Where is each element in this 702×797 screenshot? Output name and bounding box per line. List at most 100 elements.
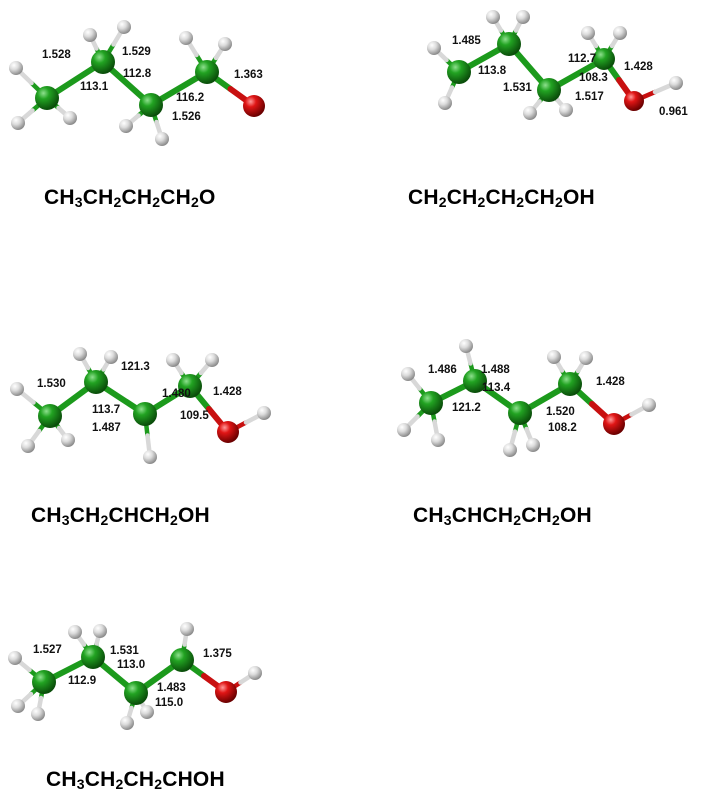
hydrogen-atom bbox=[459, 339, 473, 353]
geometry-value: 1.428 bbox=[624, 61, 653, 73]
geometry-value: 108.3 bbox=[579, 72, 608, 84]
geometry-value: 121.3 bbox=[121, 361, 150, 373]
geometry-value: 1.517 bbox=[575, 91, 604, 103]
hydrogen-atom bbox=[93, 624, 107, 638]
hydrogen-atom bbox=[205, 353, 219, 367]
carbon-atom bbox=[558, 372, 582, 396]
hydrogen-atom bbox=[526, 438, 540, 452]
carbon-atom bbox=[38, 404, 62, 428]
hydrogen-atom bbox=[486, 10, 500, 24]
hydrogen-atom bbox=[104, 350, 118, 364]
carbon-atom bbox=[195, 60, 219, 84]
hydrogen-atom bbox=[31, 707, 45, 721]
hydrogen-atom bbox=[613, 26, 627, 40]
carbon-atom bbox=[593, 48, 615, 70]
geometry-value: 1.480 bbox=[162, 388, 191, 400]
geometry-value: 1.485 bbox=[452, 35, 481, 47]
carbon-atom bbox=[497, 32, 521, 56]
carbon-atom bbox=[463, 369, 487, 393]
geometry-value: 1.520 bbox=[546, 406, 575, 418]
oxygen-atom bbox=[215, 681, 237, 703]
formula-label: CH3CH2CH2CH2O bbox=[44, 186, 216, 210]
carbon-atom bbox=[81, 645, 105, 669]
geometry-value: 1.531 bbox=[503, 82, 532, 94]
hydrogen-atom bbox=[11, 699, 25, 713]
geometry-value: 1.526 bbox=[172, 111, 201, 123]
hydrogen-atom bbox=[155, 132, 169, 146]
hydrogen-atom bbox=[73, 347, 87, 361]
formula-label: CH3CH2CHCH2OH bbox=[31, 504, 210, 528]
hydrogen-atom bbox=[248, 666, 262, 680]
hydrogen-atom bbox=[166, 353, 180, 367]
hydrogen-atom bbox=[427, 41, 441, 55]
geometry-value: 1.528 bbox=[42, 49, 71, 61]
hydrogen-atom bbox=[581, 26, 595, 40]
hydrogen-atom bbox=[547, 350, 561, 364]
geometry-value: 112.8 bbox=[123, 68, 152, 80]
hydrogen-atom bbox=[8, 651, 22, 665]
hydrogen-atom bbox=[143, 450, 157, 464]
hydrogen-atom bbox=[257, 406, 271, 420]
hydrogen-atom bbox=[120, 716, 134, 730]
formula-label: CH3CH2CH2CHOH bbox=[46, 768, 225, 792]
geometry-value: 112.7 bbox=[568, 53, 596, 65]
hydrogen-atom bbox=[503, 443, 517, 457]
geometry-value: 121.2 bbox=[452, 402, 481, 414]
hydrogen-atom bbox=[431, 433, 445, 447]
formula-label: CH2CH2CH2CH2OH bbox=[408, 186, 595, 210]
hydrogen-atom bbox=[642, 398, 656, 412]
geometry-value: 113.8 bbox=[478, 65, 507, 77]
carbon-atom bbox=[91, 50, 115, 74]
hydrogen-atom bbox=[438, 96, 452, 110]
geometry-value: 1.375 bbox=[203, 648, 232, 660]
carbon-atom bbox=[537, 78, 561, 102]
geometry-value: 113.7 bbox=[92, 404, 120, 416]
geometry-value: 112.9 bbox=[68, 675, 96, 687]
hydrogen-atom bbox=[218, 37, 232, 51]
carbon-atom bbox=[35, 86, 59, 110]
carbon-atom bbox=[139, 93, 163, 117]
geometry-value: 1.363 bbox=[234, 69, 263, 81]
hydrogen-atom bbox=[63, 111, 77, 125]
hydrogen-atom bbox=[579, 351, 593, 365]
geometry-value: 115.0 bbox=[155, 697, 183, 709]
hydrogen-atom bbox=[10, 382, 24, 396]
hydrogen-atom bbox=[669, 76, 683, 90]
carbon-atom bbox=[133, 402, 157, 426]
carbon-atom bbox=[170, 648, 194, 672]
geometry-value: 1.483 bbox=[157, 682, 186, 694]
oxygen-atom bbox=[624, 91, 644, 111]
hydrogen-atom bbox=[559, 103, 573, 117]
carbon-atom bbox=[178, 374, 202, 398]
hydrogen-atom bbox=[140, 705, 154, 719]
geometry-value: 113.1 bbox=[80, 81, 109, 93]
geometry-value: 1.527 bbox=[33, 644, 62, 656]
hydrogen-atom bbox=[9, 61, 23, 75]
hydrogen-atom bbox=[523, 106, 537, 120]
hydrogen-atom bbox=[119, 119, 133, 133]
geometry-value: 108.2 bbox=[548, 422, 577, 434]
hydrogen-atom bbox=[180, 622, 194, 636]
carbon-atom bbox=[508, 401, 532, 425]
oxygen-atom bbox=[243, 95, 265, 117]
hydrogen-atom bbox=[516, 10, 530, 24]
oxygen-atom bbox=[217, 421, 239, 443]
hydrogen-atom bbox=[401, 367, 415, 381]
oxygen-atom bbox=[603, 413, 625, 435]
hydrogen-atom bbox=[21, 439, 35, 453]
hydrogen-atom bbox=[11, 116, 25, 130]
carbon-atom bbox=[32, 670, 56, 694]
hydrogen-atom bbox=[68, 625, 82, 639]
geometry-value: 0.961 bbox=[659, 106, 688, 118]
carbon-atom bbox=[447, 60, 471, 84]
carbon-atom bbox=[84, 370, 108, 394]
geometry-value: 1.488 bbox=[481, 364, 510, 376]
geometry-value: 1.530 bbox=[37, 378, 66, 390]
hydrogen-atom bbox=[397, 423, 411, 437]
hydrogen-atom bbox=[179, 31, 193, 45]
geometry-value: 1.428 bbox=[596, 376, 625, 388]
geometry-value: 109.5 bbox=[180, 410, 209, 422]
geometry-value: 1.487 bbox=[92, 422, 121, 434]
hydrogen-atom bbox=[117, 20, 131, 34]
